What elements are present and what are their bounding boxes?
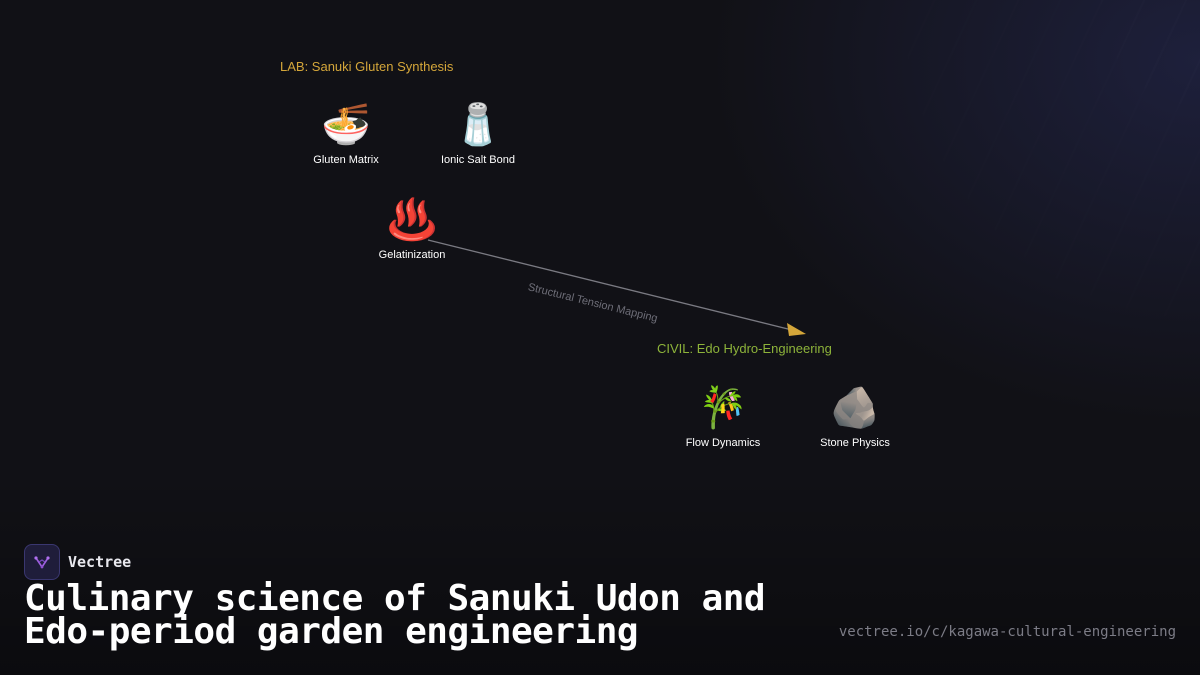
- node-stone-physics[interactable]: 🪨 Stone Physics: [795, 383, 915, 449]
- page-url[interactable]: vectree.io/c/kagawa-cultural-engineering: [838, 624, 1176, 640]
- brand: Vectree: [24, 544, 131, 580]
- edge-label: Structural Tension Mapping: [527, 281, 659, 325]
- page-title: Culinary science of Sanuki Udon and Edo-…: [24, 578, 766, 652]
- vectree-logo-icon: [24, 544, 60, 580]
- group-label-civil: CIVIL: Edo Hydro-Engineering: [657, 341, 832, 356]
- brand-name: Vectree: [68, 553, 132, 571]
- node-label: Stone Physics: [820, 437, 890, 449]
- rock-icon: 🪨: [830, 385, 880, 431]
- node-gelatinization[interactable]: ♨️ Gelatinization: [352, 195, 472, 261]
- node-label: Gelatinization: [378, 249, 446, 261]
- noodle-bowl-icon: 🍜: [321, 102, 371, 148]
- node-ionic-salt-bond[interactable]: 🧂 Ionic Salt Bond: [418, 100, 538, 166]
- tanabata-tree-icon: 🎋: [698, 385, 748, 431]
- node-gluten-matrix[interactable]: 🍜 Gluten Matrix: [286, 100, 406, 166]
- node-label: Flow Dynamics: [685, 437, 761, 449]
- salt-shaker-icon: 🧂: [453, 102, 503, 148]
- group-label-lab: LAB: Sanuki Gluten Synthesis: [280, 59, 454, 74]
- node-flow-dynamics[interactable]: 🎋 Flow Dynamics: [663, 383, 783, 449]
- node-label: Gluten Matrix: [313, 154, 379, 166]
- edge-line: [427, 239, 793, 331]
- edge-arrowhead: [787, 323, 806, 336]
- node-label: Ionic Salt Bond: [441, 154, 515, 166]
- hot-springs-icon: ♨️: [387, 197, 437, 243]
